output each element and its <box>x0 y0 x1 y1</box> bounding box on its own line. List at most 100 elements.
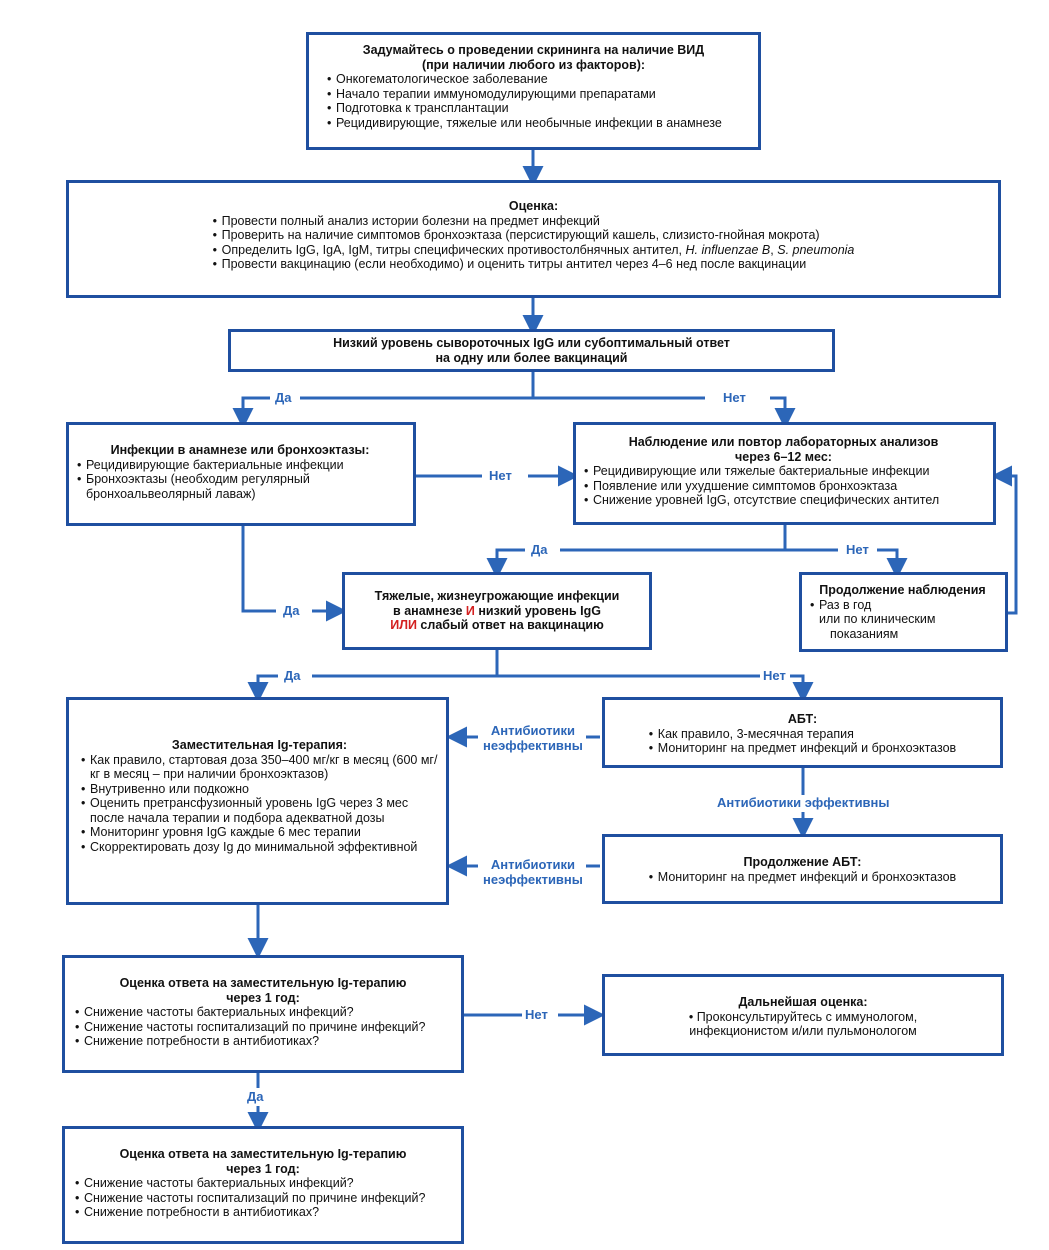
list-item: Как правило, стартовая доза 350–400 мг/к… <box>81 753 438 782</box>
label-abx-ineffective-1-line1: Антибиотики <box>490 723 575 738</box>
arrow-severe-yes <box>247 674 278 703</box>
list-item: Мониторинг уровня IgG каждые 6 мес терап… <box>81 825 438 840</box>
abt-title: АБТ: <box>787 712 818 726</box>
further-assessment-box: Дальнейшая оценка: • Проконсультируйтесь… <box>602 974 1004 1056</box>
list-item: Оценить претрансфузионный уровень IgG че… <box>81 796 438 825</box>
continue-abt-list: Мониторинг на предмет инфекций и бронхоэ… <box>649 870 956 885</box>
screening-box: Задумайтесь о проведении скрининга на на… <box>306 32 761 150</box>
abt-list: Как правило, 3-месячная терапия Монитори… <box>649 727 956 756</box>
infection-history-list: Рецидивирующие бактериальные инфекции Бр… <box>77 458 403 502</box>
list-item: Снижение частоты госпитализаций по причи… <box>75 1191 451 1206</box>
list-item: Определить IgG, IgA, IgM, титры специфич… <box>213 243 855 258</box>
label-abx-effective: Антибиотики эффективны <box>714 795 893 810</box>
screening-factor-list: Онкогематологическое заболевание Начало … <box>327 72 748 130</box>
low-igg-box: Низкий уровень сывороточных IgG или субо… <box>228 329 835 372</box>
continue-observation-box: Продолжение наблюдения Раз в год или по … <box>799 572 1008 652</box>
response2-list: Снижение частоты бактериальных инфекций?… <box>75 1176 451 1220</box>
replacement-therapy-title: Заместительная Ig-терапия: <box>171 738 348 752</box>
list-item: Рецидивирующие бактериальные инфекции <box>77 458 403 473</box>
arrow-obs-yes-severe <box>486 548 525 579</box>
label-yes-lowigg: Да <box>272 390 295 405</box>
severe-line2-a: в анамнезе <box>393 603 466 618</box>
list-item: Провести вакцинацию (если необходимо) и … <box>213 257 855 272</box>
further-assessment-line1-text: Проконсультируйтесь с иммунологом, <box>696 1009 918 1024</box>
list-item: Снижение потребности в антибиотиках? <box>75 1034 451 1049</box>
assessment-box: Оценка: Провести полный анализ истории б… <box>66 180 1001 298</box>
screening-title-line2: (при наличии любого из факторов): <box>421 57 646 72</box>
severe-and-emphasis: И <box>465 603 475 618</box>
continue-observation-cont2: показаниям <box>830 626 899 641</box>
response2-title-line1: Оценка ответа на заместительную Ig-терап… <box>119 1147 407 1161</box>
label-abx-ineffective-2: Антибиотики неэффективны <box>480 857 586 887</box>
list-item: Снижение частоты госпитализаций по причи… <box>75 1020 451 1035</box>
observation-list: Рецидивирующие или тяжелые бактериальные… <box>584 464 983 508</box>
severe-or-emphasis: ИЛИ <box>390 618 417 632</box>
low-igg-line1: Низкий уровень сывороточных IgG или субо… <box>333 336 730 350</box>
list-item: Снижение потребности в антибиотиках? <box>75 1205 451 1220</box>
observation-box: Наблюдение или повтор лабораторных анали… <box>573 422 996 525</box>
severe-line3: ИЛИ слабый ответ на вакцинацию <box>355 618 639 633</box>
arrow-severe-no <box>790 674 814 703</box>
list-item: Рецидивирующие или тяжелые бактериальные… <box>584 464 983 479</box>
assessment-list: Провести полный анализ истории болезни н… <box>213 214 855 272</box>
label-no-severe: Нет <box>760 668 789 683</box>
label-no-lowigg: Нет <box>720 390 749 405</box>
response1-title-line2: через 1 год: <box>226 990 300 1005</box>
severe-infection-box: Тяжелые, жизнеугрожающие инфекции в анам… <box>342 572 652 650</box>
arrow-no-to-observation <box>770 396 796 429</box>
further-assessment-title: Дальнейшая оценка: <box>738 995 868 1009</box>
label-yes-response: Да <box>244 1089 267 1104</box>
list-item: Снижение частоты бактериальных инфекций? <box>75 1005 451 1020</box>
severe-line1: Тяжелые, жизнеугрожающие инфекции <box>374 589 620 603</box>
list-item: Рецидивирующие, тяжелые или необычные ин… <box>327 116 748 131</box>
list-item: Мониторинг на предмет инфекций и бронхоэ… <box>649 741 956 756</box>
label-yes-history: Да <box>280 603 303 618</box>
observation-title-line2: через 6–12 мес: <box>735 449 832 464</box>
assessment-item3-pathogen2: S. pneumonia <box>777 242 855 257</box>
infection-history-box: Инфекции в анамнезе или бронхоэктазы: Ре… <box>66 422 416 526</box>
further-assessment-line1: • Проконсультируйтесь с иммунологом, <box>688 1009 918 1024</box>
arrow-yes-to-history <box>232 396 270 429</box>
list-item: Подготовка к трансплантации <box>327 101 748 116</box>
further-assessment-item: • Проконсультируйтесь с иммунологом, инф… <box>615 1010 991 1039</box>
line-history-down-yes <box>241 526 276 613</box>
low-igg-line2: на одну или более вакцинаций <box>435 350 628 365</box>
screening-title-line1: Задумайтесь о проведении скрининга на на… <box>362 43 705 57</box>
list-item: Появление или ухудшение симптомов бронхо… <box>584 479 983 494</box>
label-no-observation: Нет <box>843 542 872 557</box>
label-abx-ineffective-2-line2: неэффективны <box>483 872 583 887</box>
label-abx-ineffective-2-line1: Антибиотики <box>490 857 575 872</box>
list-item: Как правило, 3-месячная терапия <box>649 727 956 742</box>
label-abx-ineffective-1: Антибиотики неэффективны <box>480 723 586 753</box>
continue-observation-title: Продолжение наблюдения <box>819 583 986 597</box>
arrow-obs-no-continue <box>877 548 908 579</box>
replacement-therapy-box: Заместительная Ig-терапия: Как правило, … <box>66 697 449 905</box>
response-assessment-box-2: Оценка ответа на заместительную Ig-терап… <box>62 1126 464 1244</box>
continue-observation-list: Раз в год <box>810 598 995 613</box>
further-assessment-line2: инфекционистом и/или пульмонологом <box>689 1024 917 1038</box>
infection-history-title: Инфекции в анамнезе или бронхоэктазы: <box>110 443 370 457</box>
continue-abt-title: Продолжение АБТ: <box>743 855 862 869</box>
continue-observation-cont1: или по клиническим <box>819 612 936 626</box>
label-no-response: Нет <box>522 1007 551 1022</box>
list-item: Внутривенно или подкожно <box>81 782 438 797</box>
severe-line3-b: слабый ответ на вакцинацию <box>416 618 604 632</box>
assessment-item3-text: Определить IgG, IgA, IgM, титры специфич… <box>221 242 686 257</box>
list-item: Снижение частоты бактериальных инфекций? <box>75 1176 451 1191</box>
assessment-item3-pathogen1: H. influenzae B <box>685 242 771 257</box>
list-item: Бронхоэктазы (необходим регулярный бронх… <box>77 472 403 501</box>
list-item: Снижение уровней IgG, отсутствие специфи… <box>584 493 983 508</box>
assessment-item3-separator: , <box>770 242 778 257</box>
severe-line2-b: низкий уровень IgG <box>474 603 601 618</box>
continue-abt-box: Продолжение АБТ: Мониторинг на предмет и… <box>602 834 1003 904</box>
replacement-therapy-list: Как правило, стартовая доза 350–400 мг/к… <box>81 753 438 855</box>
line-continue-loop <box>991 465 1018 615</box>
list-item: Скорректировать дозу Ig до минимальной э… <box>81 840 438 855</box>
response1-title-line1: Оценка ответа на заместительную Ig-терап… <box>119 976 407 990</box>
label-yes-severe: Да <box>281 668 304 683</box>
list-item: Проверить на наличие симптомов бронхоэкт… <box>213 228 855 243</box>
label-yes-observation: Да <box>528 542 551 557</box>
response2-title-line2: через 1 год: <box>226 1161 300 1176</box>
abt-box: АБТ: Как правило, 3-месячная терапия Мон… <box>602 697 1003 768</box>
